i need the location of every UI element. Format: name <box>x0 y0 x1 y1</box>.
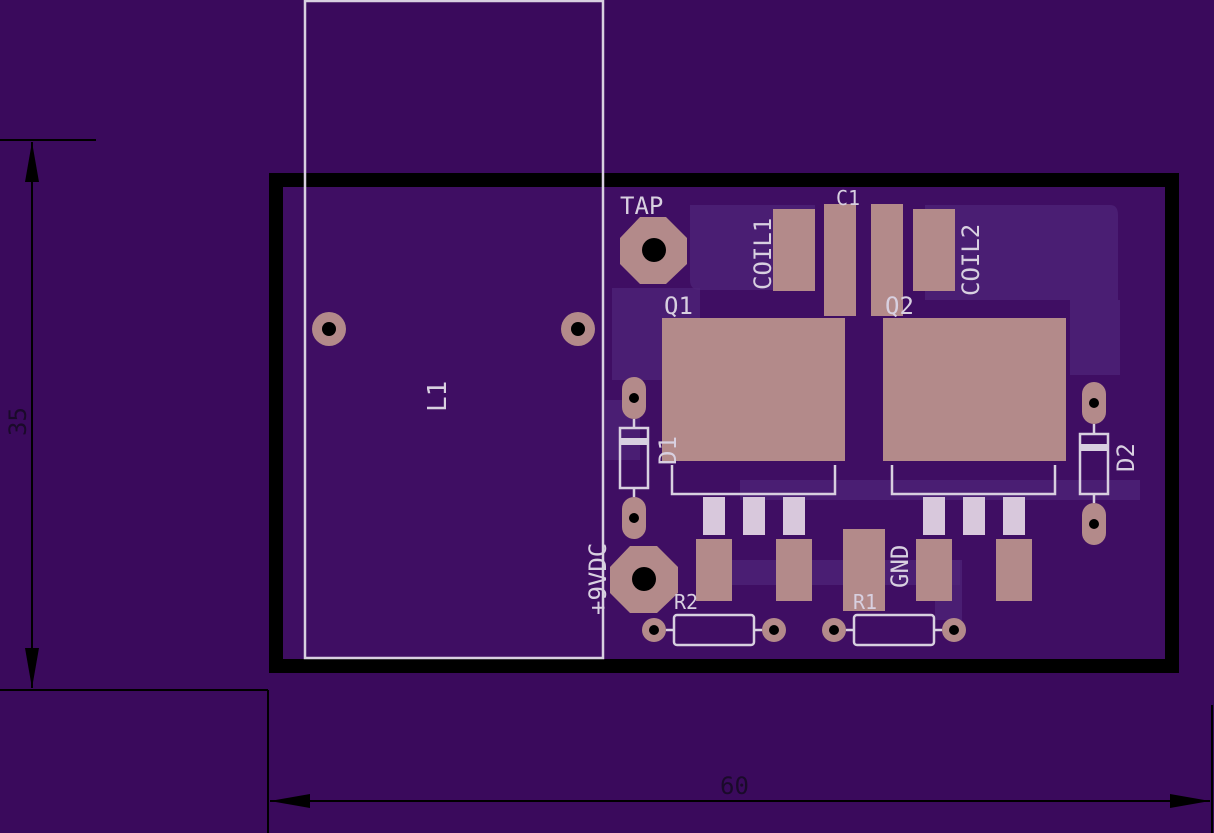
dim-arrow-up-icon <box>25 142 39 182</box>
diode-d2[interactable]: D2 <box>1078 382 1140 545</box>
q2-label: Q2 <box>885 292 914 320</box>
gnd-terminal[interactable]: GND <box>843 529 914 611</box>
coil1-label: COIL1 <box>749 218 777 290</box>
transistor-q1[interactable]: Q1 <box>662 292 845 601</box>
r1-label: R1 <box>853 590 877 614</box>
transistor-q2[interactable]: Q2 <box>883 292 1066 601</box>
coil-c1-pads[interactable]: C1 COIL1 COIL2 <box>749 186 985 316</box>
l1-silkscreen-outline <box>303 0 605 660</box>
c1-pad-2 <box>871 204 903 316</box>
dim-arrow-left-icon <box>270 794 310 808</box>
height-dimension: 35 <box>0 139 268 691</box>
gnd-label: GND <box>886 545 914 588</box>
coil1-pad <box>773 209 815 291</box>
c1-pad-1 <box>824 204 856 316</box>
q2-tab-pad <box>883 318 1066 461</box>
inductor-l1[interactable]: L1 <box>303 0 605 660</box>
tap-terminal[interactable]: TAP <box>620 192 687 284</box>
coil2-label: COIL2 <box>957 224 985 296</box>
q1-label: Q1 <box>664 292 693 320</box>
tap-label: TAP <box>620 192 663 220</box>
r2-label: R2 <box>674 590 698 614</box>
c1-label: C1 <box>836 186 860 210</box>
width-dimension: 60 <box>267 690 1213 833</box>
copper-pour <box>605 205 1140 620</box>
width-dimension-label: 60 <box>720 772 749 800</box>
d1-label: D1 <box>654 436 682 465</box>
vdc-label: +9VDC <box>584 543 612 615</box>
q1-tab-pad <box>662 318 845 461</box>
dim-arrow-right-icon <box>1170 794 1210 808</box>
dim-arrow-down-icon <box>25 648 39 688</box>
d2-label: D2 <box>1112 443 1140 472</box>
height-dimension-label: 35 <box>4 407 32 436</box>
resistor-r2[interactable]: R2 <box>642 590 786 647</box>
resistor-r1[interactable]: R1 <box>822 590 966 647</box>
vdc-terminal[interactable]: +9VDC <box>584 543 678 615</box>
diode-d1[interactable]: D1 <box>618 377 682 539</box>
l1-label: L1 <box>423 381 453 412</box>
coil2-pad <box>913 209 955 291</box>
